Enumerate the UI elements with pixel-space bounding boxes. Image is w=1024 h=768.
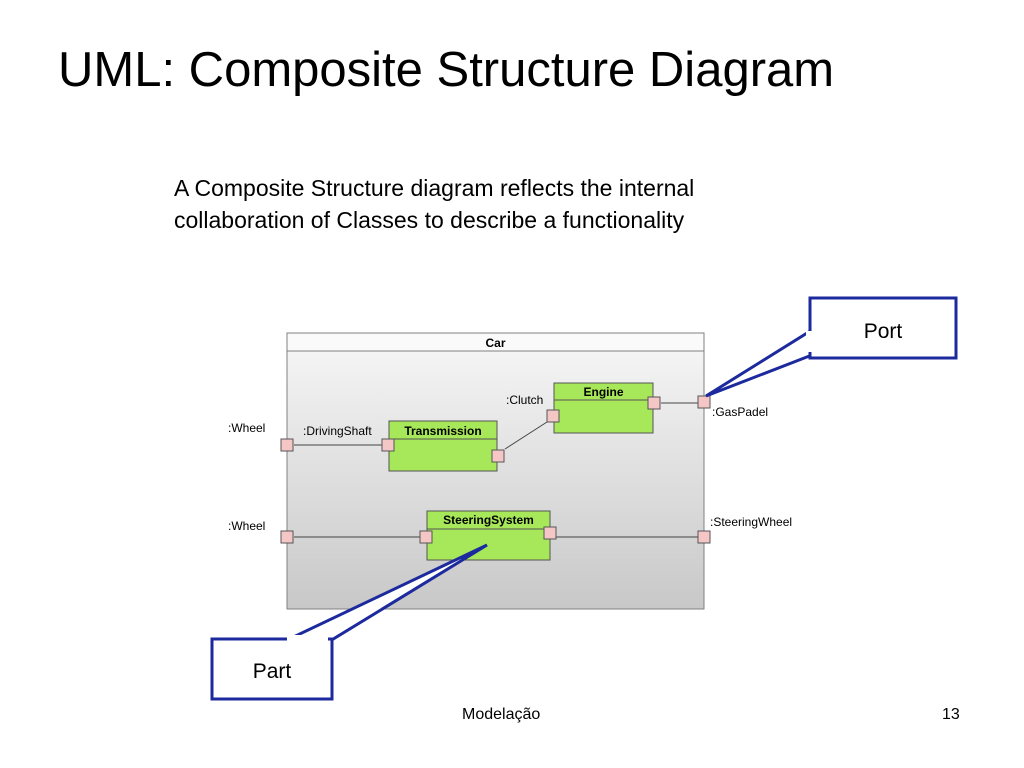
callout-port-box	[808, 296, 958, 360]
part-engine-label: Engine	[583, 385, 623, 399]
callout-port-label: Port	[864, 320, 903, 343]
callout-port: Port	[705, 296, 958, 398]
description-line-2: collaboration of Classes to describe a f…	[174, 207, 685, 233]
port-gas-padel	[697, 395, 711, 409]
port-steering-in	[419, 530, 433, 544]
port-driving-shaft	[381, 438, 395, 452]
footer-text: Modelação	[462, 706, 541, 723]
port-transmission-out	[491, 449, 505, 463]
port-label-wheel-top: :Wheel	[228, 421, 265, 435]
port-wheel-bottom	[280, 530, 294, 544]
part-transmission: Transmission	[388, 420, 498, 472]
callout-part-label: Part	[253, 660, 292, 683]
car-container-header	[286, 332, 705, 352]
callout-part: Part	[210, 543, 488, 701]
part-steeringsystem: SteeringSystem	[426, 510, 551, 561]
connectors	[294, 402, 698, 538]
port-clutch	[546, 409, 560, 423]
port-label-steering-wheel: :SteeringWheel	[710, 515, 792, 529]
port-engine-out	[647, 396, 661, 410]
car-container: Car	[286, 332, 705, 610]
port-label-wheel-bottom: :Wheel	[228, 519, 265, 533]
port-steering-out	[543, 526, 557, 540]
port-label-gas-padel: :GasPadel	[712, 405, 768, 419]
description-line-1: A Composite Structure diagram reflects t…	[174, 175, 695, 201]
connector-transmission-clutch	[504, 421, 548, 450]
slide-description: A Composite Structure diagram reflects t…	[174, 172, 874, 236]
callout-port-pointer	[705, 327, 814, 398]
port-label-clutch: :Clutch	[506, 393, 543, 407]
port-steering-wheel	[697, 530, 711, 544]
car-container-title: Car	[485, 336, 505, 350]
part-engine: Engine	[553, 382, 654, 434]
part-transmission-label: Transmission	[404, 424, 481, 438]
callout-part-box	[210, 637, 334, 701]
port-label-driving-shaft: :DrivingShaft	[303, 424, 372, 438]
slide-title: UML: Composite Structure Diagram	[58, 43, 835, 97]
port-wheel-top	[280, 438, 294, 452]
ports	[280, 395, 711, 544]
part-steeringsystem-label: SteeringSystem	[443, 513, 534, 527]
page-number: 13	[942, 706, 960, 723]
car-container-body	[286, 332, 705, 610]
